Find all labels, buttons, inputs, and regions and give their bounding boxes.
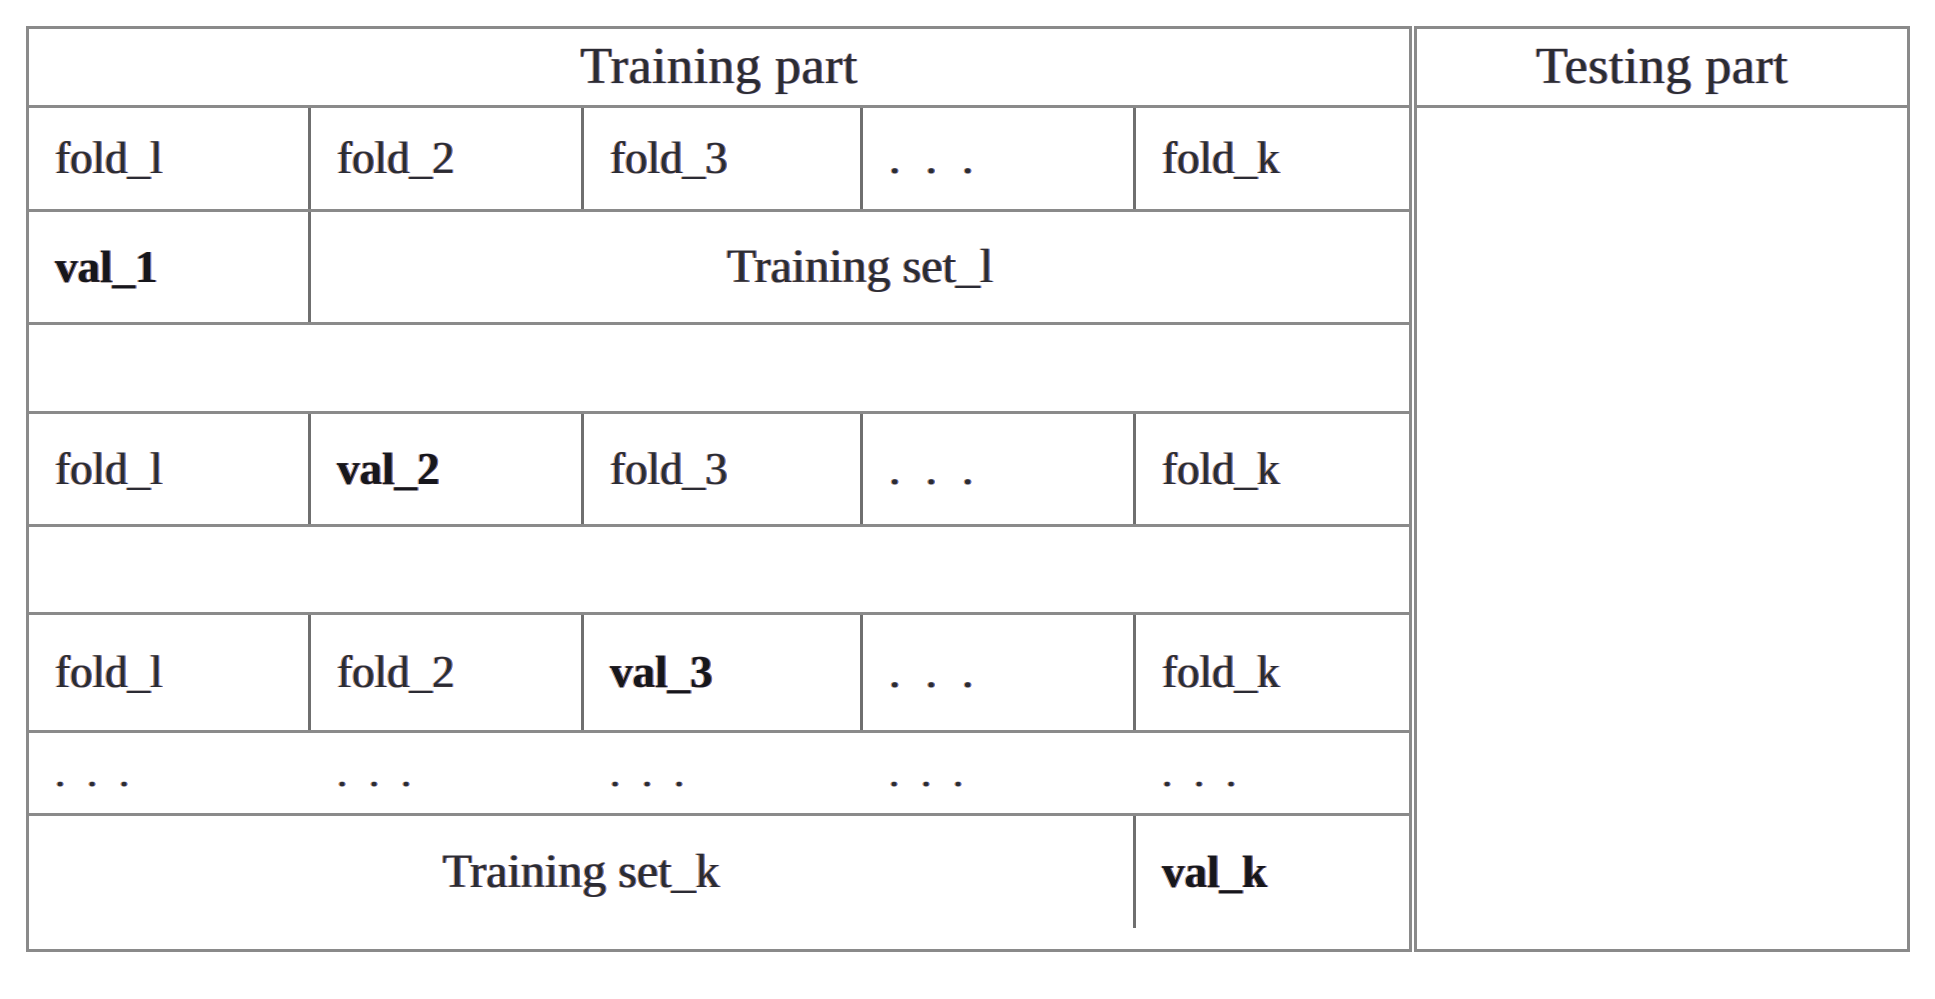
training-set-label: Training set_l bbox=[726, 240, 994, 293]
spacer-cell bbox=[29, 325, 1409, 411]
iteration-row-1: val_1 Training set_l bbox=[29, 212, 1409, 325]
spacer-row-2 bbox=[29, 527, 1409, 615]
final-row: Training set_k val_k bbox=[29, 816, 1409, 928]
ellipsis-cell-1: . . . bbox=[29, 733, 311, 813]
validation-label: val_k bbox=[1162, 846, 1268, 897]
training-set-cell-k: Training set_k bbox=[29, 816, 1136, 928]
fold-label: fold_l bbox=[55, 443, 163, 494]
iteration-row-2: fold_l val_2 fold_3 . . . fold_k bbox=[29, 414, 1409, 527]
fold-cell-4: . . . bbox=[863, 414, 1136, 524]
validation-cell-2: val_2 bbox=[311, 414, 584, 524]
validation-cell-1: val_1 bbox=[29, 212, 311, 322]
fold-cell-1: fold_l bbox=[29, 615, 311, 730]
fold-label: fold_3 bbox=[610, 133, 728, 183]
training-set-label: Training set_k bbox=[442, 845, 720, 898]
fold-label: fold_2 bbox=[337, 647, 455, 697]
ellipsis-label: . . . bbox=[889, 443, 981, 494]
ellipsis-row: . . . . . . . . . . . . . . . bbox=[29, 733, 1409, 816]
fold-header-cell-5: fold_k bbox=[1136, 108, 1409, 209]
fold-label: fold_2 bbox=[337, 133, 455, 183]
training-part-header: Training part bbox=[29, 29, 1409, 108]
fold-header-cell-3: fold_3 bbox=[584, 108, 863, 209]
ellipsis-label: . . . bbox=[55, 750, 135, 795]
fold-cell-4: . . . bbox=[863, 615, 1136, 730]
fold-cell-5: fold_k bbox=[1136, 414, 1409, 524]
training-part-panel: Training part fold_l fold_2 fold_3 . . . bbox=[26, 26, 1412, 952]
fold-header-cell-2: fold_2 bbox=[311, 108, 584, 209]
ellipsis-label: . . . bbox=[889, 647, 981, 697]
fold-cell-2: fold_2 bbox=[311, 615, 584, 730]
testing-part-header: Testing part bbox=[1417, 29, 1907, 108]
fold-cell-3: fold_3 bbox=[584, 414, 863, 524]
testing-part-title: Testing part bbox=[1535, 38, 1789, 95]
testing-part-panel: Testing part bbox=[1414, 26, 1910, 952]
fold-header-cell-1: fold_l bbox=[29, 108, 311, 209]
validation-label: val_2 bbox=[337, 443, 440, 494]
fold-cell-5: fold_k bbox=[1136, 615, 1409, 730]
fold-header-cell-4: . . . bbox=[863, 108, 1136, 209]
fold-label: fold_3 bbox=[610, 443, 728, 494]
training-part-title: Training part bbox=[580, 38, 858, 95]
validation-label: val_3 bbox=[610, 647, 713, 697]
ellipsis-cell-4: . . . bbox=[863, 733, 1136, 813]
fold-label: fold_k bbox=[1162, 133, 1280, 183]
validation-label: val_1 bbox=[55, 241, 158, 292]
fold-label: fold_l bbox=[55, 133, 163, 183]
kfold-diagram: Training part fold_l fold_2 fold_3 . . . bbox=[26, 26, 1910, 952]
fold-label: fold_l bbox=[55, 647, 163, 697]
spacer-cell bbox=[29, 527, 1409, 612]
ellipsis-label: . . . bbox=[337, 750, 417, 795]
ellipsis-cell-3: . . . bbox=[584, 733, 863, 813]
validation-cell-k: val_k bbox=[1136, 816, 1409, 928]
ellipsis-cell-2: . . . bbox=[311, 733, 584, 813]
testing-body bbox=[1417, 108, 1907, 949]
ellipsis-label: . . . bbox=[610, 750, 690, 795]
ellipsis-cell-5: . . . bbox=[1136, 733, 1409, 813]
fold-label: fold_k bbox=[1162, 647, 1280, 697]
training-rows-container: fold_l fold_2 fold_3 . . . fold_k bbox=[29, 108, 1409, 949]
fold-cell-1: fold_l bbox=[29, 414, 311, 524]
training-set-cell-1: Training set_l bbox=[311, 212, 1409, 322]
validation-cell-3: val_3 bbox=[584, 615, 863, 730]
spacer-row-1 bbox=[29, 325, 1409, 414]
fold-header-row: fold_l fold_2 fold_3 . . . fold_k bbox=[29, 108, 1409, 212]
ellipsis-label: . . . bbox=[1162, 750, 1242, 795]
ellipsis-label: . . . bbox=[889, 133, 981, 183]
ellipsis-label: . . . bbox=[889, 750, 969, 795]
fold-label: fold_k bbox=[1162, 443, 1280, 494]
iteration-row-3: fold_l fold_2 val_3 . . . fold_k bbox=[29, 615, 1409, 733]
